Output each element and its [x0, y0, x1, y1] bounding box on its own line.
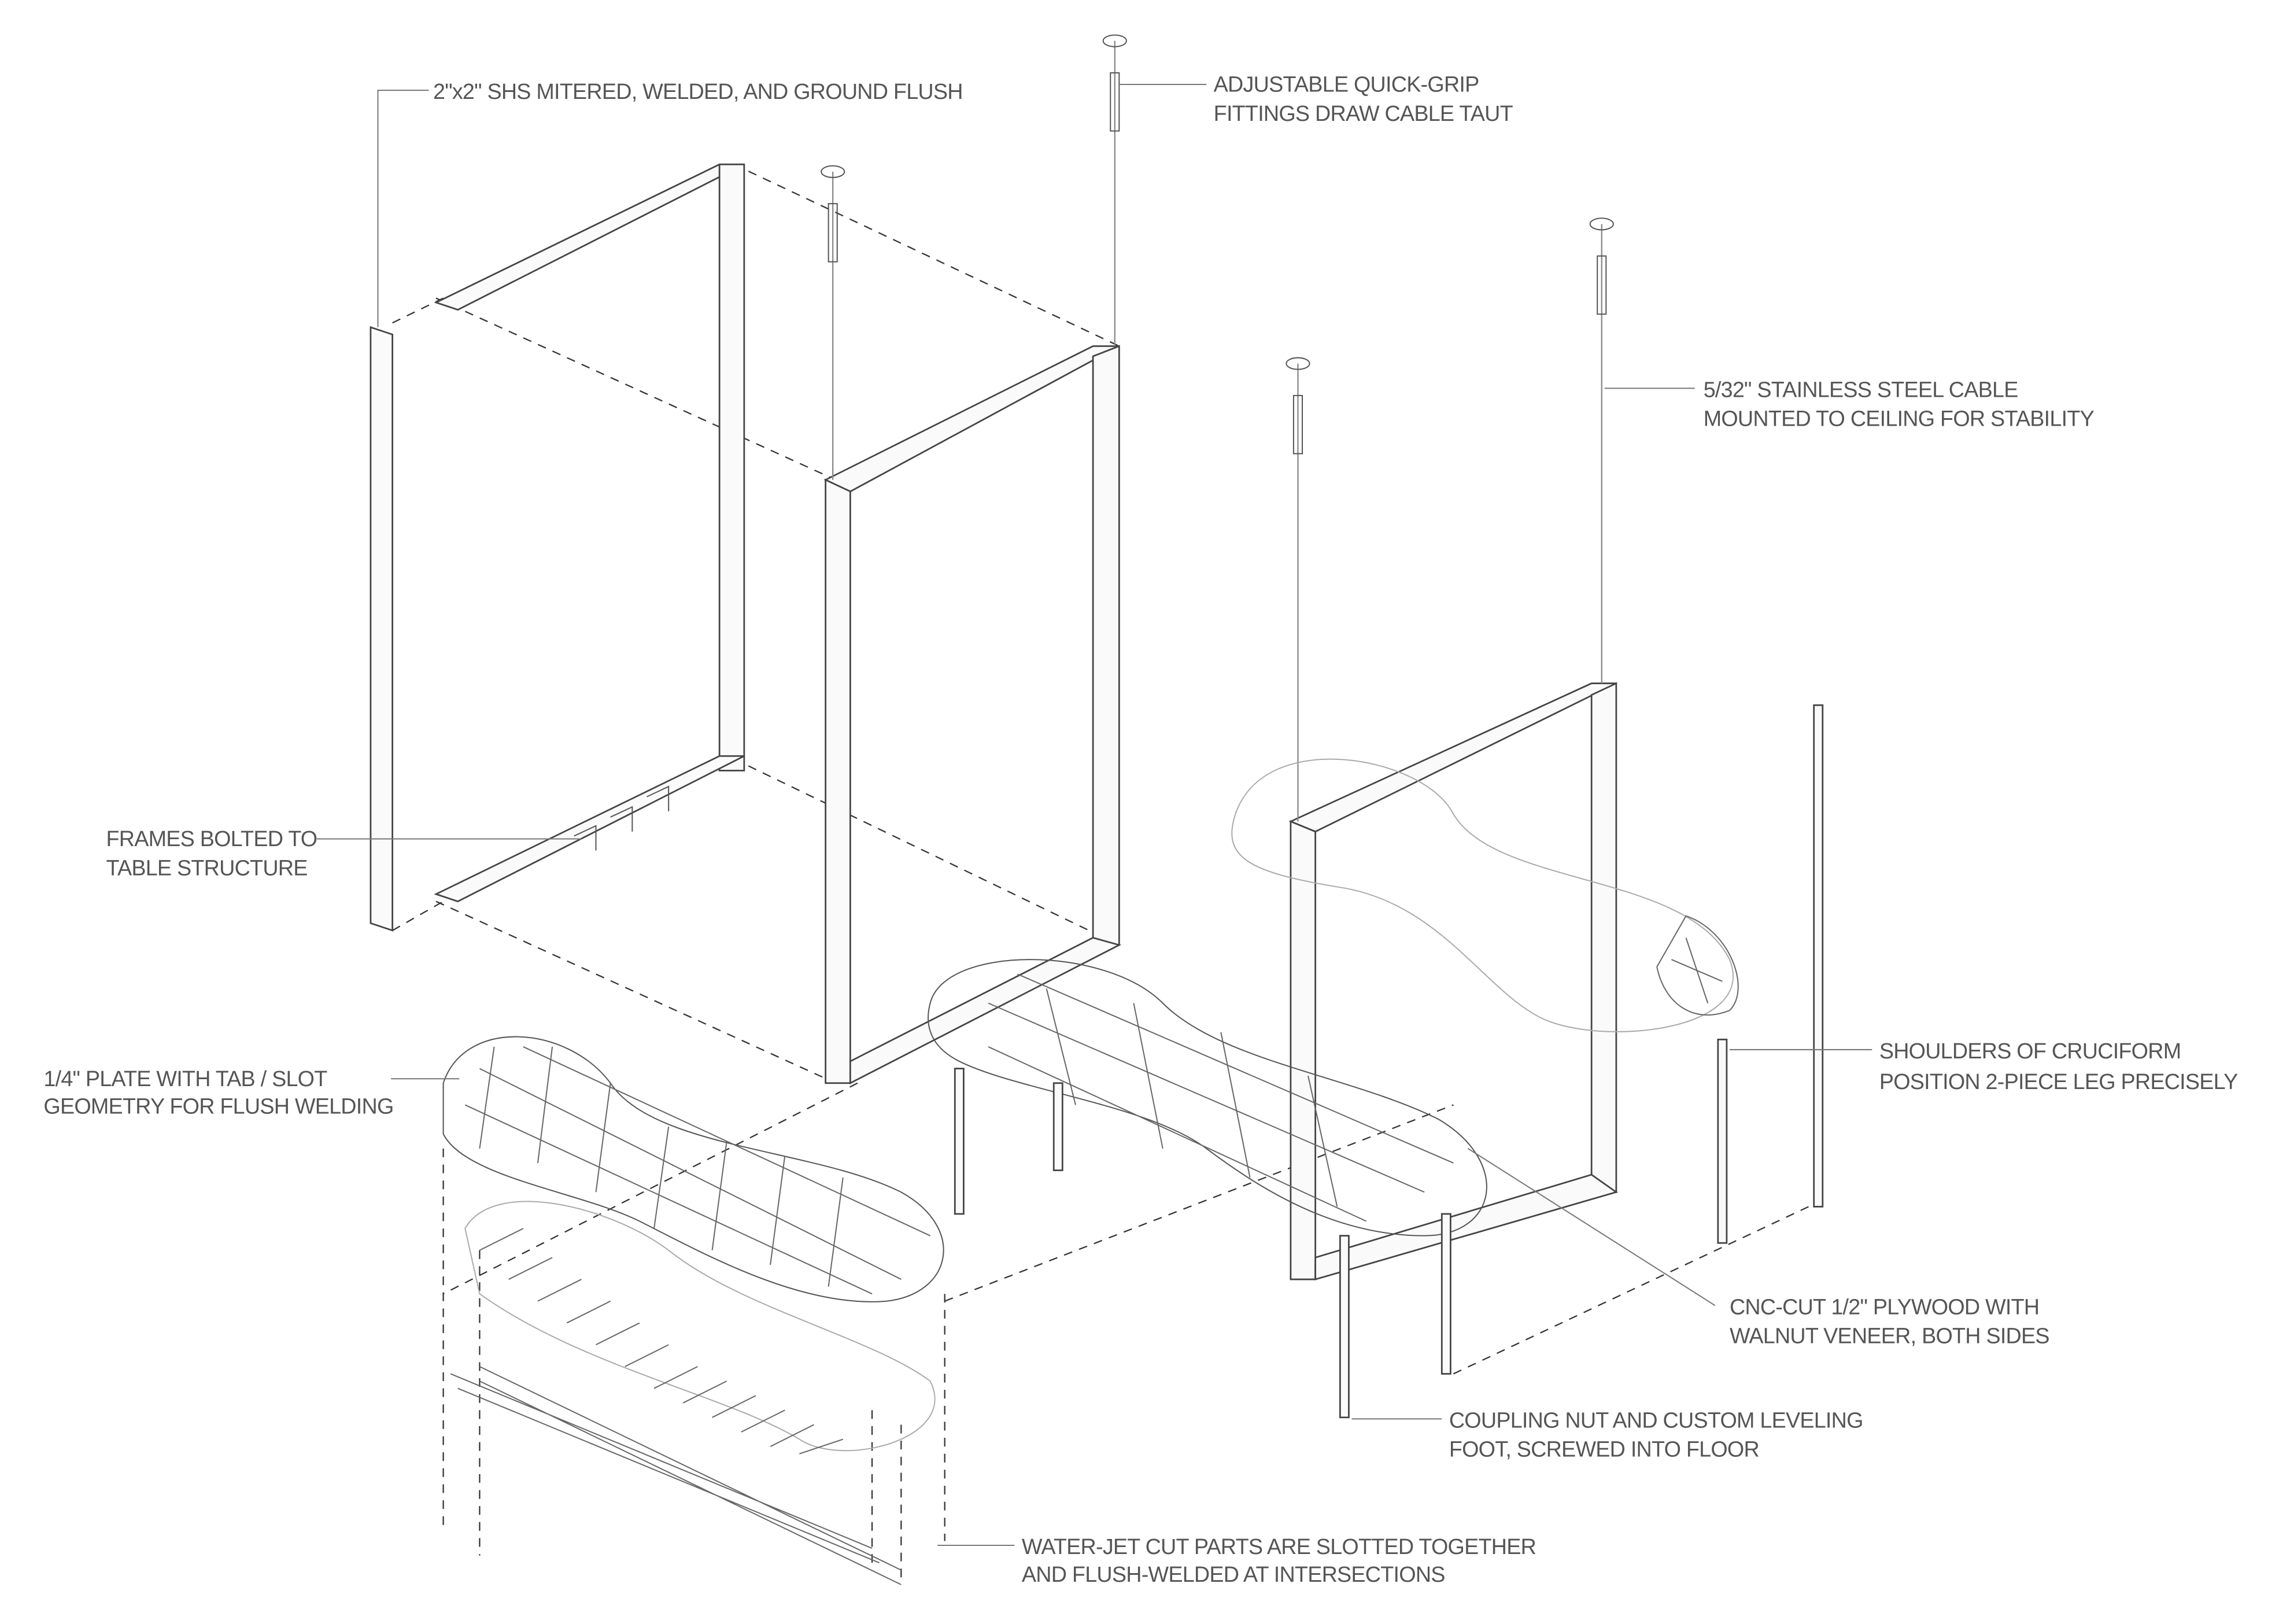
welded-steel-plate — [442, 1036, 944, 1302]
ghost-tabletop-outline — [1231, 758, 1734, 1032]
alignment-dashed-lines — [392, 164, 1824, 1585]
annotation-coupling: COUPLING NUT AND CUSTOM LEVELING FOOT, S… — [1449, 1408, 1864, 1461]
cruciform-plate-fragment — [1656, 915, 1739, 1016]
annotation-text: TABLE STRUCTURE — [106, 855, 307, 880]
annotation-shs: 2"x2" SHS MITERED, WELDED, AND GROUND FL… — [433, 79, 963, 104]
annotation-text: FOOT, SCREWED INTO FLOOR — [1449, 1437, 1759, 1461]
plywood-tabletop — [928, 959, 1487, 1237]
annotation-text: COUPLING NUT AND CUSTOM LEVELING — [1449, 1408, 1863, 1432]
annotation-text: 5/32" STAINLESS STEEL CABLE — [1704, 377, 2018, 401]
water-jet-ribs — [450, 1201, 936, 1585]
steel-frame-middle — [823, 345, 1122, 1085]
steel-frame-left — [370, 163, 745, 932]
annotation-text: SHOULDERS OF CRUCIFORM — [1879, 1039, 2181, 1063]
annotation-quick-grip: ADJUSTABLE QUICK-GRIP FITTINGS DRAW CABL… — [1214, 72, 1514, 126]
annotation-plywood: CNC-CUT 1/2" PLYWOOD WITH WALNUT VENEER,… — [1730, 1294, 2050, 1348]
annotation-text: FRAMES BOLTED TO — [106, 826, 317, 851]
annotation-water-jet: WATER-JET CUT PARTS ARE SLOTTED TOGETHER… — [1022, 1534, 1536, 1586]
annotation-text: FITTINGS DRAW CABLE TAUT — [1214, 101, 1513, 126]
annotation-text: WALNUT VENEER, BOTH SIDES — [1730, 1324, 2049, 1348]
annotation-text: ADJUSTABLE QUICK-GRIP — [1214, 72, 1479, 97]
annotation-text: GEOMETRY FOR FLUSH WELDING — [43, 1094, 393, 1119]
annotation-frames-bolted: FRAMES BOLTED TO TABLE STRUCTURE — [106, 826, 317, 880]
annotation-text: CNC-CUT 1/2" PLYWOOD WITH — [1730, 1294, 2039, 1319]
annotation-text: MOUNTED TO CEILING FOR STABILITY — [1704, 407, 2095, 431]
annotation-cruciform: SHOULDERS OF CRUCIFORM POSITION 2-PIECE … — [1879, 1039, 2239, 1094]
annotation-cable: 5/32" STAINLESS STEEL CABLE MOUNTED TO C… — [1704, 377, 2095, 430]
leader-lines — [316, 84, 1872, 1547]
annotation-text: AND FLUSH-WELDED AT INTERSECTIONS — [1022, 1562, 1445, 1586]
annotation-plate: 1/4" PLATE WITH TAB / SLOT GEOMETRY FOR … — [43, 1066, 394, 1119]
steel-frame-right — [1288, 682, 1619, 1280]
annotation-text: POSITION 2-PIECE LEG PRECISELY — [1879, 1069, 2238, 1094]
ceiling-cables — [821, 34, 1614, 822]
annotation-text: WATER-JET CUT PARTS ARE SLOTTED TOGETHER — [1022, 1534, 1536, 1559]
table-legs — [954, 704, 1824, 1419]
annotation-text: 1/4" PLATE WITH TAB / SLOT — [43, 1066, 327, 1091]
annotation-text: 2"x2" SHS MITERED, WELDED, AND GROUND FL… — [433, 79, 963, 104]
